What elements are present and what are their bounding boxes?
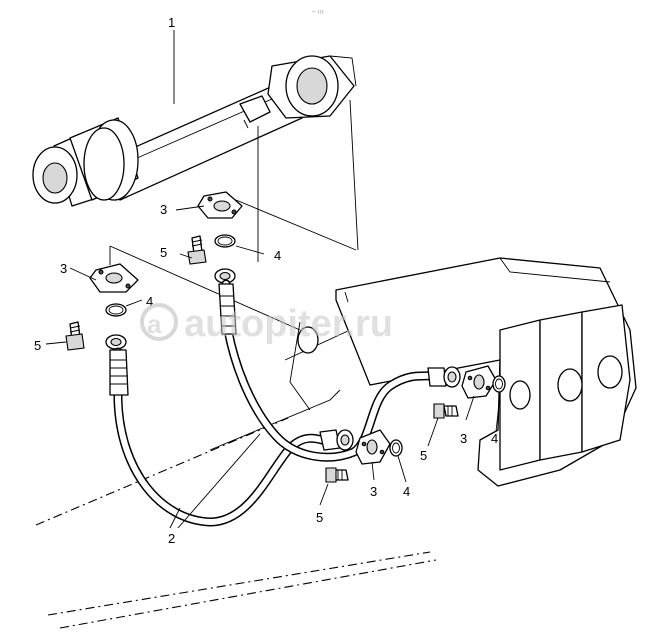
watermark-glyph: a (147, 309, 162, 339)
far-right-flange-set (433, 365, 506, 419)
middle-right-flange-set (325, 429, 403, 483)
callout-2: 2 (168, 531, 175, 546)
watermark: a autopiter.ru (140, 303, 393, 345)
callout-3-middle: 3 (370, 484, 377, 499)
callout-3-upper: 3 (160, 202, 167, 217)
callout-5-right: 5 (420, 448, 427, 463)
callout-labels: 1 2 3 3 3 3 4 4 4 4 5 5 5 5 (34, 15, 498, 546)
callout-5-middle: 5 (316, 510, 323, 525)
upper-flange-set (187, 191, 243, 284)
left-flange-set (65, 263, 139, 351)
watermark-text: autopiter.ru (184, 303, 393, 345)
leader-lines (45, 30, 501, 529)
callout-3-left: 3 (60, 261, 67, 276)
callout-3-right: 3 (460, 431, 467, 446)
callout-5-upper: 5 (160, 245, 167, 260)
callout-4-middle: 4 (403, 484, 410, 499)
callout-4-upper: 4 (274, 248, 281, 263)
boom-frame (35, 257, 637, 629)
hoses (109, 279, 461, 527)
callout-5-left: 5 (34, 338, 41, 353)
callout-4-left: 4 (146, 294, 153, 309)
corner-code: ™ ??? (312, 10, 324, 15)
callout-4-right: 4 (491, 431, 498, 446)
hydraulic-cylinder (32, 55, 357, 207)
assembly-lines (109, 99, 359, 331)
callout-1: 1 (168, 15, 175, 30)
